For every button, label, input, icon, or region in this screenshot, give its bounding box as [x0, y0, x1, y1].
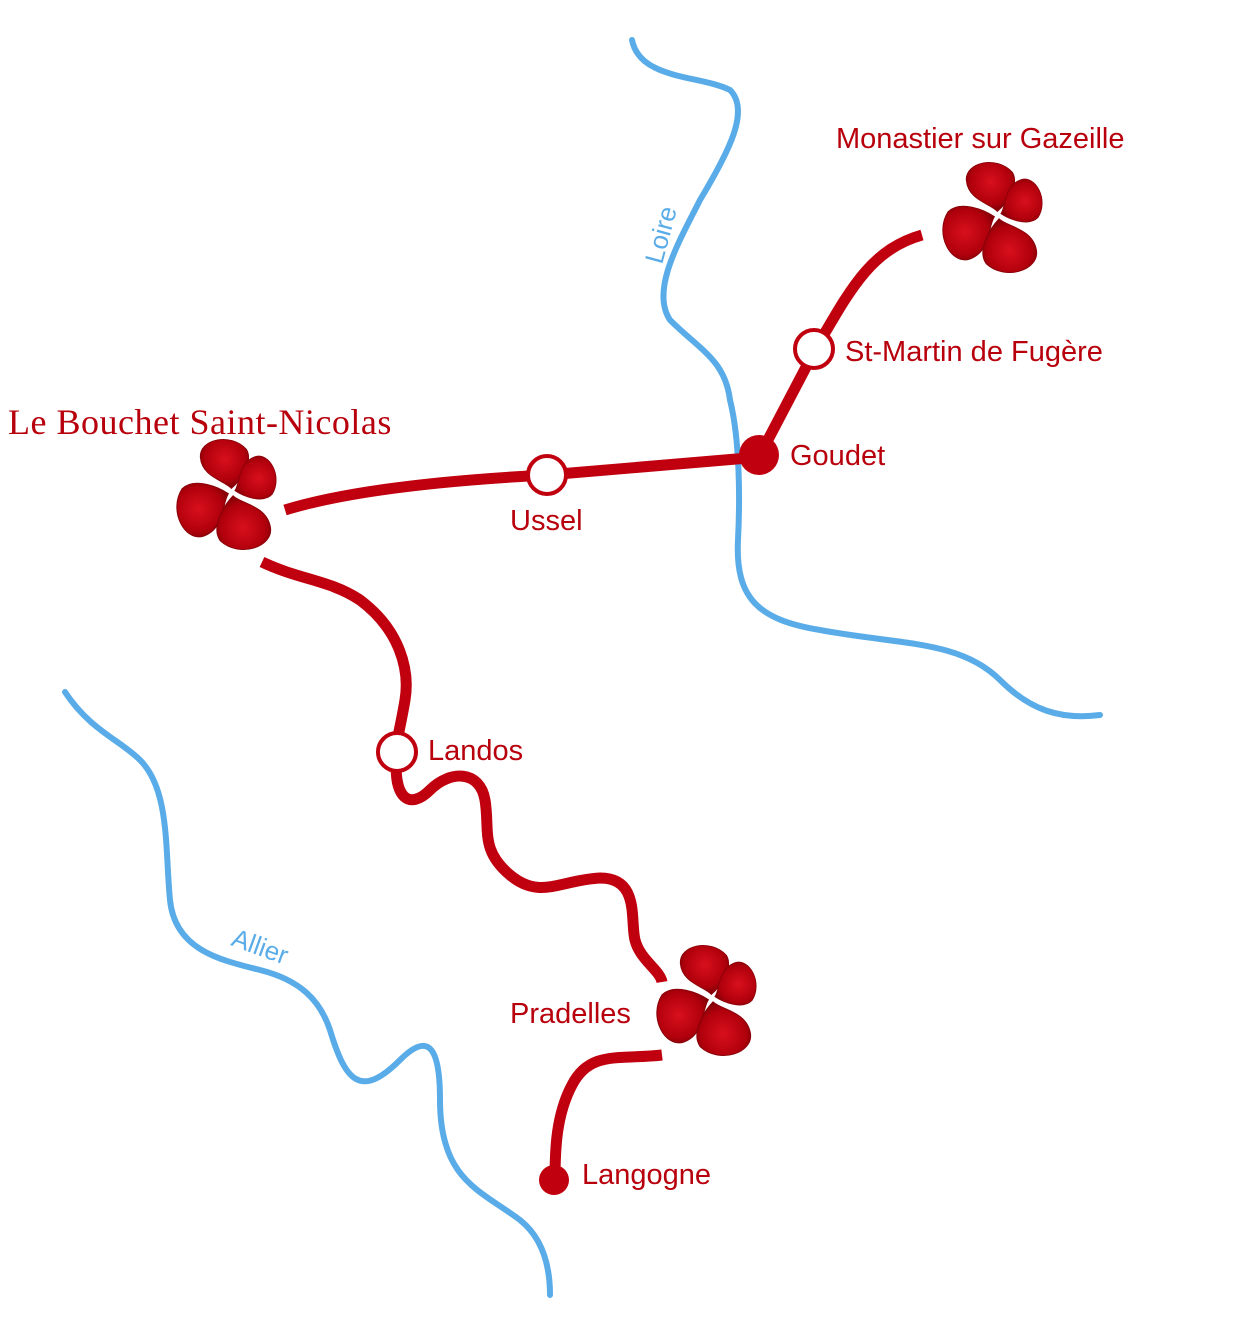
open-circle-icon-ussel: [526, 454, 568, 496]
flower-icon-pradelles: [646, 940, 765, 1063]
label-ussel: Ussel: [510, 505, 583, 537]
flower-icon-monastier: [932, 157, 1051, 280]
label-landos: Landos: [428, 735, 523, 767]
label-monastier: Monastier sur Gazeille: [836, 123, 1125, 155]
river-loire: [629, 37, 1103, 720]
label-st-martin: St-Martin de Fugère: [845, 336, 1103, 368]
route-bouchet-pradelles: [259, 557, 668, 984]
route-pradelles-langogne: [549, 1049, 663, 1181]
label-langogne: Langogne: [582, 1159, 711, 1191]
filled-circle-icon-langogne: [539, 1165, 569, 1195]
label-pradelles: Pradelles: [510, 998, 631, 1030]
label-le-bouchet: Le Bouchet Saint-Nicolas: [8, 402, 392, 442]
river-allier: [62, 689, 553, 1298]
flower-icon-le-bouchet: [166, 434, 285, 557]
filled-circle-icon-goudet: [739, 435, 779, 475]
label-goudet: Goudet: [790, 440, 885, 472]
route-bouchet-goudet: [283, 451, 761, 516]
open-circle-icon-st-martin: [793, 328, 835, 370]
open-circle-icon-landos: [376, 731, 418, 773]
river-label-loire: Loire: [639, 203, 683, 267]
